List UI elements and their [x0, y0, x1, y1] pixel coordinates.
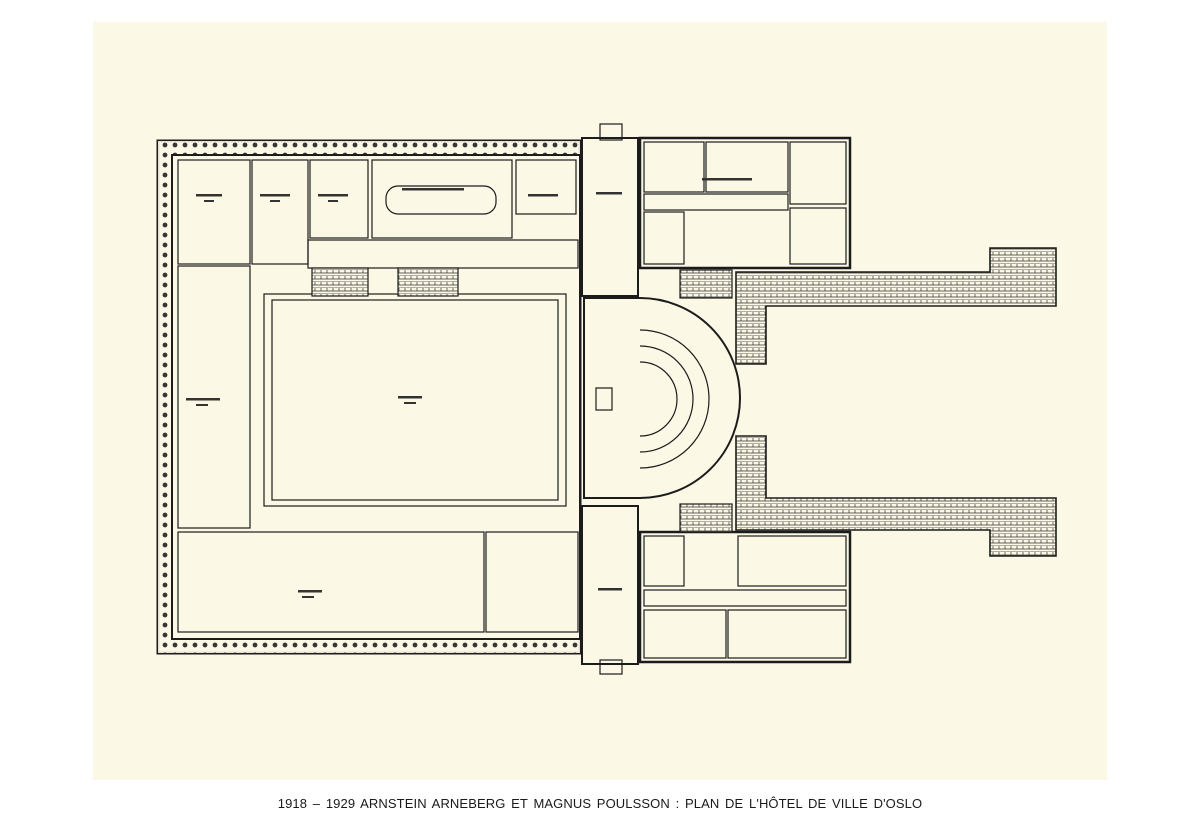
tower-south	[581, 505, 639, 665]
tower-north	[581, 137, 639, 297]
east-block-north	[638, 136, 852, 270]
council-chamber	[583, 297, 741, 499]
room-south-service	[485, 531, 579, 633]
stairs-2	[397, 267, 459, 297]
great-hall-inner	[271, 299, 559, 501]
east-corridor-n	[643, 193, 789, 211]
east-room-n1	[643, 141, 705, 193]
council-seats-3	[639, 361, 678, 437]
east-room-n2	[705, 141, 789, 193]
east-corridor-s	[643, 589, 847, 607]
stair-se	[679, 503, 733, 533]
council-seats-1	[639, 329, 710, 469]
east-room-s4	[727, 609, 847, 659]
room-north-5	[515, 159, 577, 215]
east-room-n5	[789, 207, 847, 265]
ramp-north	[735, 247, 1057, 365]
figure-caption: 1918 – 1929 ARNSTEIN ARNEBERG ET MAGNUS …	[277, 796, 923, 811]
west-wing-inner	[171, 154, 581, 640]
room-north-4	[371, 159, 513, 239]
room-west-long	[177, 265, 251, 529]
east-block-south	[638, 530, 852, 664]
east-room-s1	[643, 535, 685, 587]
tower-south-cap	[599, 659, 623, 675]
room-north-2	[251, 159, 309, 265]
room-north-1	[177, 159, 251, 265]
tower-north-cap	[599, 123, 623, 141]
council-podium	[595, 387, 613, 411]
east-room-s3	[643, 609, 727, 659]
east-room-n4	[643, 211, 685, 265]
east-room-s2	[737, 535, 847, 587]
council-seats-2	[639, 345, 694, 453]
room-north-3	[309, 159, 369, 239]
stair-ne	[679, 269, 733, 299]
ramp-south	[735, 435, 1057, 557]
east-room-n3	[789, 141, 847, 205]
stairs-1	[311, 267, 369, 297]
room-south-large	[177, 531, 485, 633]
council-table	[385, 185, 497, 215]
